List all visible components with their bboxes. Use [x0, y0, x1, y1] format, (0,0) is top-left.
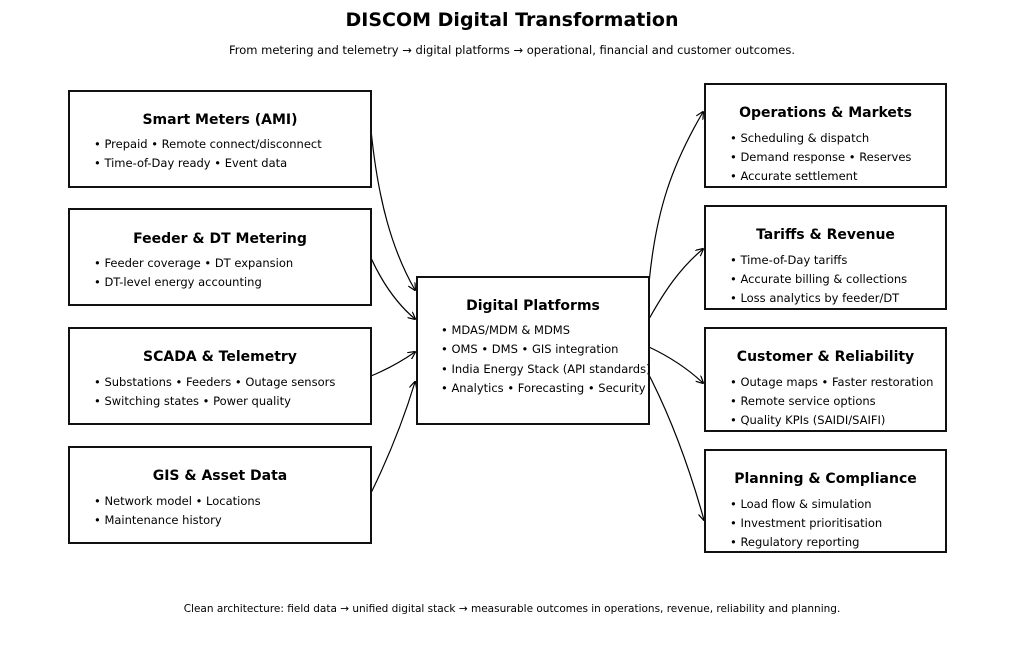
box-bullet: • Scheduling & dispatch	[730, 131, 870, 145]
box-bullet: • Loss analytics by feeder/DT	[730, 291, 900, 305]
box-bullet: • Demand response • Reserves	[730, 150, 912, 164]
outcome-box-planning: Planning & Compliance • Load flow & simu…	[704, 449, 947, 553]
box-title: Planning & Compliance	[734, 471, 917, 487]
box-bullet: • Time-of-Day ready • Event data	[94, 156, 288, 170]
diagram-footer: Clean architecture: field data → unified…	[183, 603, 841, 615]
arrow-smart-meters-to-hub	[370, 129, 415, 290]
arrow-gis-to-hub	[370, 382, 415, 494]
box-bullet: • OMS • DMS • GIS integration	[441, 342, 619, 356]
box-bullet: • Quality KPIs (SAIDI/SAIFI)	[730, 413, 886, 427]
box-title: SCADA & Telemetry	[143, 349, 297, 365]
arrow-hub-to-tariffs	[648, 249, 703, 320]
diagram-title: DISCOM Digital Transformation	[345, 9, 679, 31]
box-bullet: • India Energy Stack (API standards)	[441, 362, 651, 376]
box-bullet: • DT-level energy accounting	[94, 275, 262, 289]
box-bullet: • Outage maps • Faster restoration	[730, 375, 934, 389]
box-title: Feeder & DT Metering	[133, 231, 307, 247]
outcome-box-customer: Customer & Reliability • Outage maps • F…	[704, 327, 947, 432]
box-bullet: • Remote service options	[730, 394, 876, 408]
box-title: Customer & Reliability	[736, 349, 915, 365]
diagram-subtitle: From metering and telemetry → digital pl…	[228, 43, 796, 57]
box-bullet: • Switching states • Power quality	[94, 394, 291, 408]
arrow-hub-to-planning	[648, 374, 704, 520]
box-bullet: • MDAS/MDM & MDMS	[441, 323, 571, 337]
outcome-box-operations: Operations & Markets • Scheduling & disp…	[704, 83, 947, 188]
box-bullet: • Time-of-Day tariffs	[730, 253, 848, 267]
box-bullet: • Accurate billing & collections	[730, 272, 908, 286]
box-bullet: • Substations • Feeders • Outage sensors	[94, 375, 336, 389]
arrow-scada-to-hub	[370, 352, 415, 377]
box-bullet: • Feeder coverage • DT expansion	[94, 256, 294, 270]
hub-box-digital-platforms: Digital Platforms • MDAS/MDM & MDMS • OM…	[416, 276, 651, 425]
box-title: Tariffs & Revenue	[756, 227, 895, 243]
box-title: Smart Meters (AMI)	[142, 112, 298, 128]
arrow-hub-to-operations	[648, 112, 703, 284]
box-title: Operations & Markets	[739, 105, 912, 121]
box-bullet: • Analytics • Forecasting • Security	[441, 381, 646, 395]
box-bullet: • Regulatory reporting	[730, 535, 860, 549]
box-bullet: • Prepaid • Remote connect/disconnect	[94, 137, 322, 151]
arrow-feeder-to-hub	[370, 257, 415, 319]
outcome-box-tariffs: Tariffs & Revenue • Time-of-Day tariffs …	[704, 205, 947, 310]
box-title: Digital Platforms	[466, 298, 600, 314]
box-bullet: • Accurate settlement	[730, 169, 858, 183]
box-bullet: • Investment prioritisation	[730, 516, 883, 530]
box-bullet: • Load flow & simulation	[730, 497, 872, 511]
arrow-hub-to-customer	[648, 346, 703, 383]
box-bullet: • Network model • Locations	[94, 494, 261, 508]
input-box-scada: SCADA & Telemetry • Substations • Feeder…	[68, 327, 372, 425]
box-bullet: • Maintenance history	[94, 513, 222, 527]
box-title: GIS & Asset Data	[152, 468, 288, 484]
input-box-feeder-dt-metering: Feeder & DT Metering • Feeder coverage •…	[68, 208, 372, 306]
input-box-smart-meters: Smart Meters (AMI) • Prepaid • Remote co…	[68, 90, 372, 188]
input-box-gis-asset: GIS & Asset Data • Network model • Locat…	[68, 446, 372, 544]
